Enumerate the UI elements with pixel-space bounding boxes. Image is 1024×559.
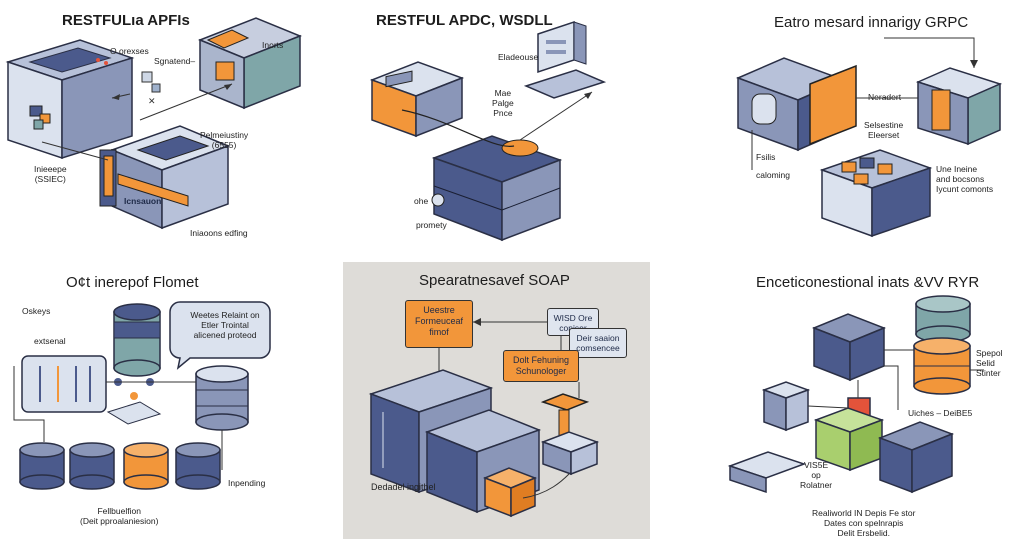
label-icnsauon: Icnsauon	[124, 196, 162, 206]
enceticonestional-illustration	[727, 295, 984, 494]
panel-title: Eatro mesard innarigy GRPC	[774, 14, 969, 31]
panel-interop-flomet: O¢t inerepof Flomet	[0, 270, 341, 559]
panel-restful-apis: RESTFULıa APFIs ✕ O orexses	[0, 0, 341, 270]
box-deir-saaion: Deir saaion comsencee	[569, 328, 627, 358]
label-orexses: O orexses	[110, 46, 149, 56]
label-inorts: Inorts	[262, 40, 284, 50]
panel-title: Spearatnesavef SOAP	[419, 272, 570, 289]
label-spepol-selid: Spepol Selid Stinter	[976, 348, 1003, 378]
interop-illustration	[13, 301, 271, 490]
panel-title: RESTFUL APDC, WSDLL	[376, 12, 553, 29]
label-oskeys: Oskeys	[22, 306, 51, 316]
panel-title: O¢t inerepof Flomet	[66, 274, 199, 291]
label-extsenal: extsenal	[34, 336, 66, 346]
label-mae-palge-pnce: Mae Palge Pnce	[492, 88, 514, 118]
grpc-illustration	[735, 37, 1003, 238]
svg-text:✕: ✕	[148, 96, 156, 106]
label-uiches-deibe5: Uiches – DeiBE5	[908, 408, 973, 418]
label-ohe: ohe	[414, 196, 429, 206]
label-inieeepe: Inieeepe (SSIEC)	[34, 164, 67, 184]
speech-bubble-text: Weetes Relaint on Etler Trointal alicene…	[190, 310, 260, 340]
label-fsilis: Fsilis	[756, 152, 776, 162]
label-pelmeiustiny: Pelmeiustiny (6555)	[200, 130, 249, 150]
panel-enceticonestional: Enceticonestional inats &VV RYR	[684, 270, 1024, 559]
label-inpending: Inpending	[228, 478, 266, 488]
label-iniaoons-edfing: Iniaoons edfing	[190, 228, 248, 238]
label-une-ineine: Une Ineine and bocsons Iycunt comonts	[936, 164, 994, 194]
restful-apis-illustration: ✕	[5, 17, 303, 230]
label-sgnatend: Sgnatend–	[154, 56, 196, 66]
panel-restful-apdc-wsdl: RESTFUL APDC, WSDLL Eladeouse Mae Palge …	[342, 0, 683, 270]
label-realiworld: Realiworld IN Depis Fe stor Dates con sp…	[812, 508, 916, 538]
label-eladeouse: Eladeouse	[498, 52, 539, 62]
label-vis5e-rolatner: VIS5E op Rolatner	[800, 460, 833, 490]
box-ueestre: Ueestre Formeuceaf fimof	[405, 300, 473, 348]
label-selsestine: Selsestine Eleerset	[864, 120, 904, 140]
panel-title: Enceticonestional inats &VV RYR	[756, 274, 980, 291]
label-caloming: caloming	[756, 170, 791, 180]
label-fellbuelfion: Fellbuelfion (Deit pproalaniesion)	[80, 506, 159, 526]
box-dolt-fehuning: Dolt Fehuning Schunologer	[503, 350, 579, 382]
panel-title: RESTFULıa APFIs	[62, 12, 190, 29]
label-promety: promety	[416, 220, 447, 230]
restful-apdc-illustration	[369, 20, 607, 242]
panel-grpc: Eatro mesard innarigy GRPC Neradert Sels…	[684, 0, 1024, 270]
soap-illustration	[368, 318, 600, 518]
label-dedadel-ingithel: Dedadel ingithel	[371, 482, 436, 492]
label-neradert: Neradert	[868, 92, 902, 102]
panel-soap: Spearatnesavef SOAP Ueestre Formeuceaf f…	[343, 262, 650, 539]
